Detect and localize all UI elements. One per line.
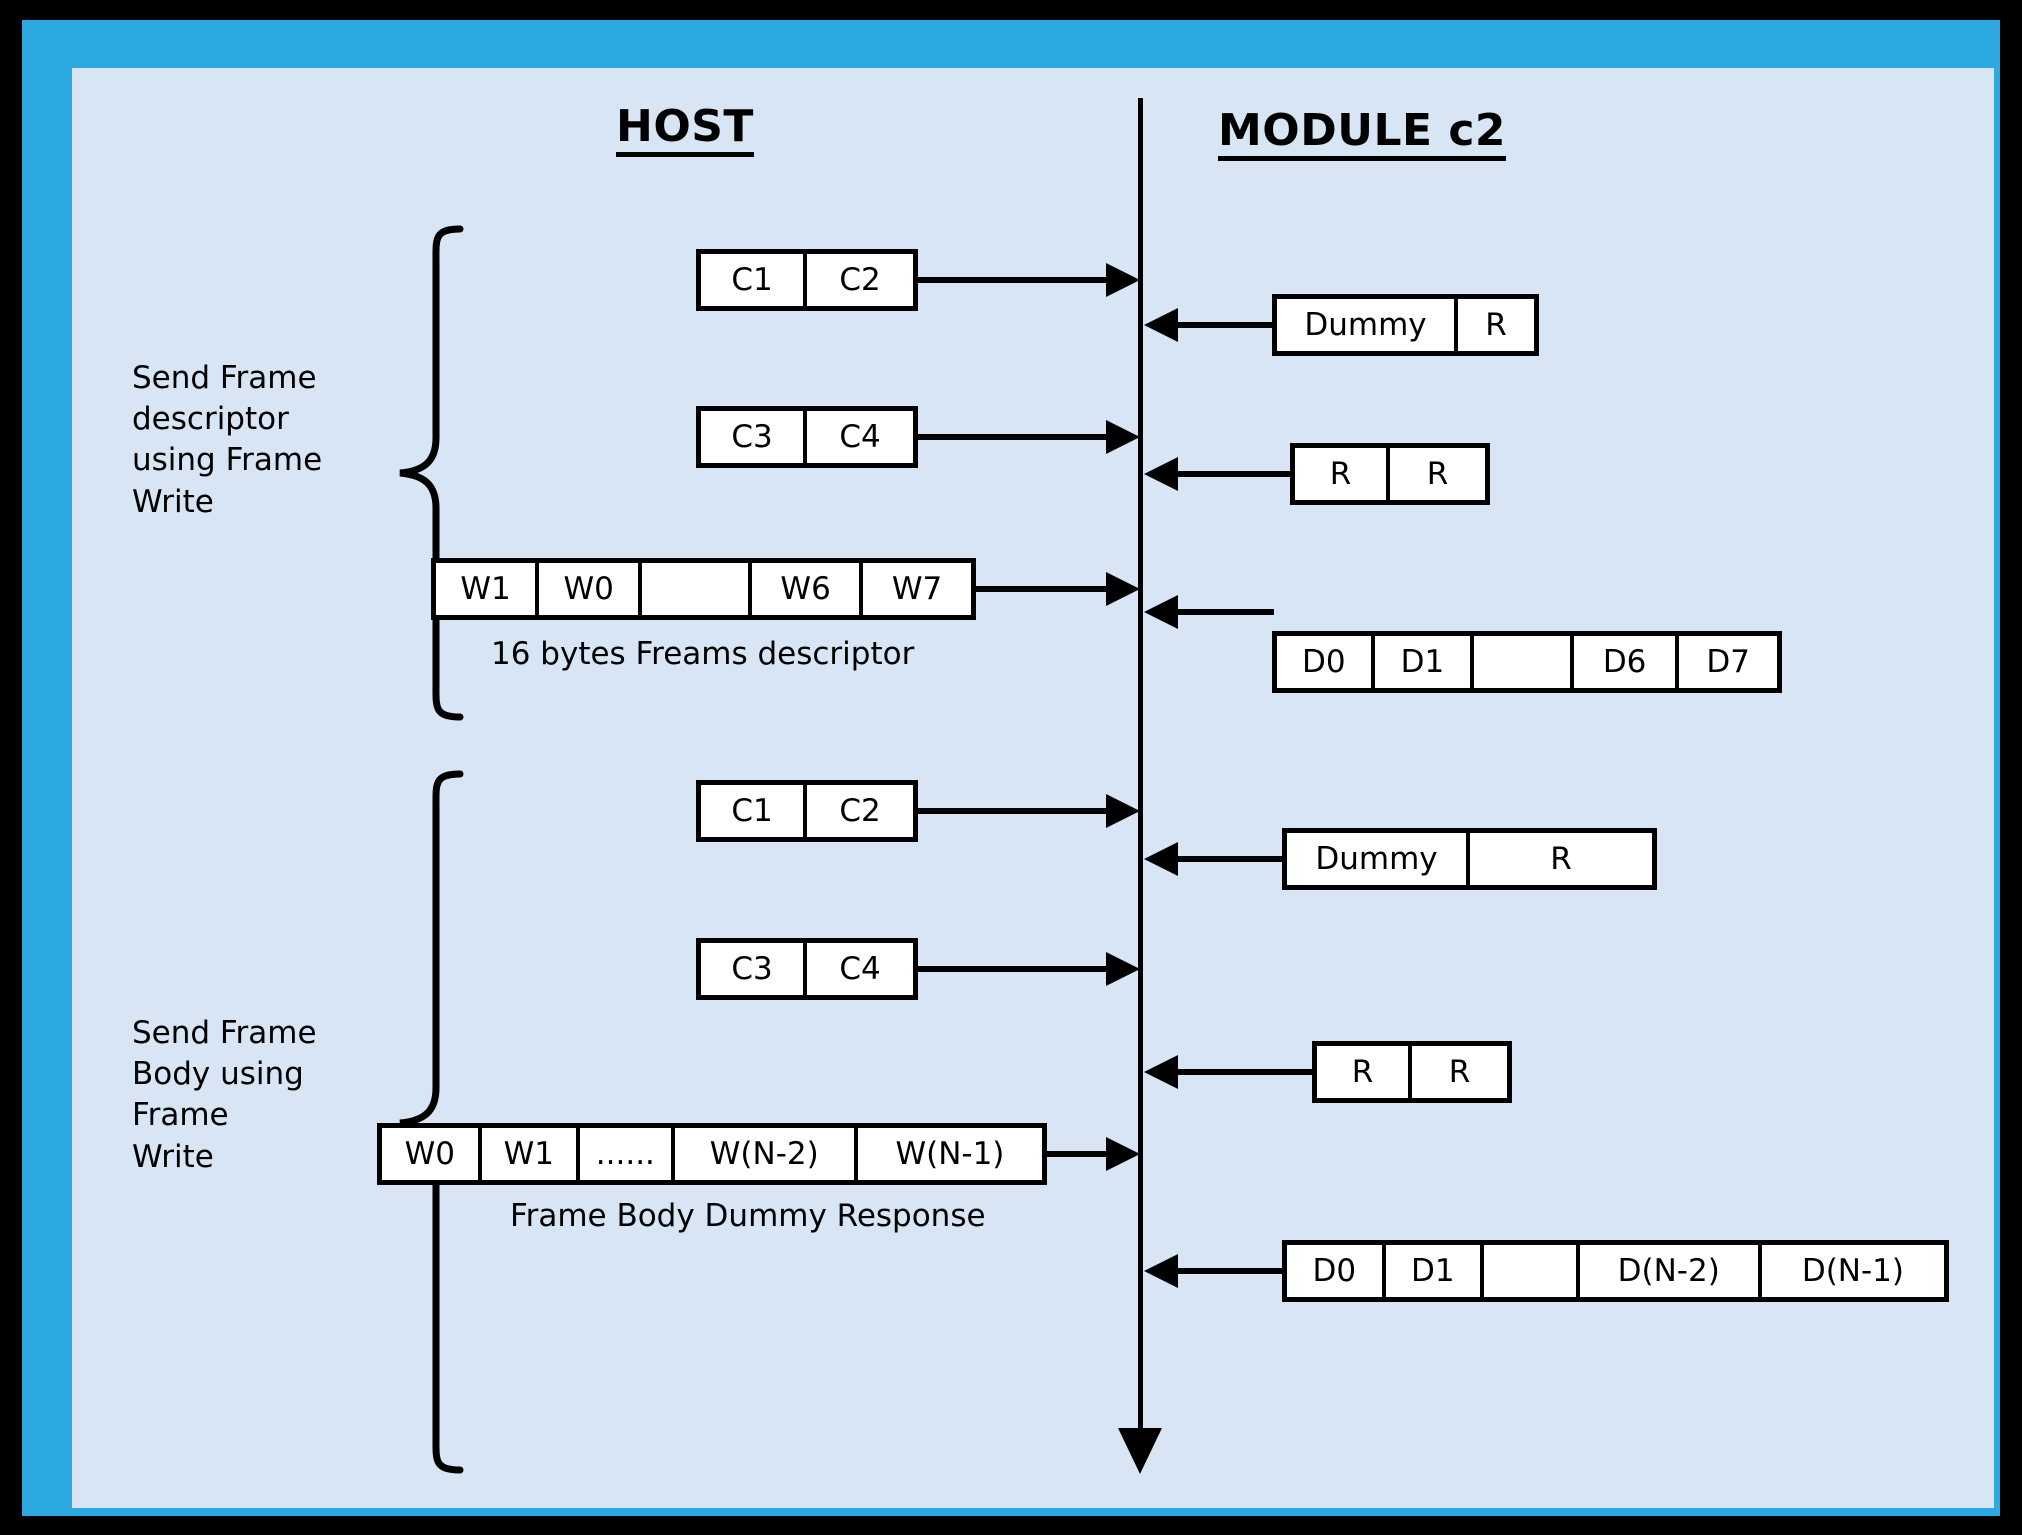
arrow-line-m1: [918, 277, 1106, 283]
brace-label-line: Send Frame: [132, 360, 317, 396]
message-box-m4: R R: [1290, 443, 1490, 505]
brace-frame-descriptor-icon: [399, 225, 464, 721]
arrow-line-m12: [1178, 1268, 1284, 1274]
message-cell: W6: [752, 563, 864, 615]
message-box-m12: D0 D1 D(N-2) D(N-1): [1282, 1240, 1949, 1302]
arrow-line-m6: [1178, 609, 1274, 615]
brace-label-line: Body using: [132, 1056, 304, 1093]
message-cell: W0: [382, 1128, 482, 1180]
arrow-line-m11: [1047, 1151, 1106, 1157]
message-cell: C3: [701, 411, 807, 463]
brace-label-line: Write: [132, 483, 214, 520]
message-cell: Dummy: [1287, 833, 1471, 885]
arrow-head-m8-icon: [1144, 842, 1178, 876]
brace-label-frame-descriptor: Send Frame descriptor using Frame Write: [132, 358, 362, 523]
message-cell: R: [1412, 1046, 1507, 1098]
message-cell: D7: [1679, 636, 1777, 688]
message-cell: W0: [539, 563, 643, 615]
message-box-m8: Dummy R: [1282, 828, 1657, 890]
arrow-head-m10-icon: [1144, 1055, 1178, 1089]
arrow-line-m5: [976, 586, 1106, 592]
message-cell: C4: [807, 411, 913, 463]
message-cell-blank: [642, 563, 753, 615]
arrow-head-m12-icon: [1144, 1254, 1178, 1288]
module-lifeline: [1138, 98, 1143, 1438]
message-cell: C2: [807, 254, 913, 306]
arrow-head-m2-icon: [1144, 308, 1178, 342]
diagram-canvas: HOST MODULE c2 Send Frame descriptor usi…: [72, 68, 1994, 1508]
caption-frame-body: Frame Body Dummy Response: [510, 1198, 986, 1234]
message-cell: C4: [807, 943, 913, 995]
brace-label-line: Write: [132, 1138, 214, 1175]
brace-label-line: descriptor: [132, 401, 289, 438]
message-cell: R: [1295, 448, 1390, 500]
message-cell: D1: [1385, 1245, 1485, 1297]
message-cell: W7: [863, 563, 971, 615]
message-cell: D(N-2): [1579, 1245, 1762, 1297]
message-cell: Dummy: [1277, 299, 1458, 351]
arrow-line-m9: [918, 966, 1106, 972]
message-cell: D6: [1573, 636, 1680, 688]
arrow-head-m5-icon: [1106, 572, 1140, 606]
arrow-line-m7: [918, 808, 1106, 814]
brace-label-line: Frame: [132, 1097, 229, 1134]
message-box-m3: C3 C4: [696, 406, 918, 468]
message-cell: C2: [807, 785, 913, 837]
message-cell: W1: [436, 563, 540, 615]
message-cell: W1: [481, 1128, 581, 1180]
message-cell-ellipsis: ......: [580, 1128, 675, 1180]
brace-label-line: using Frame: [132, 442, 323, 479]
message-cell-blank: [1474, 636, 1574, 688]
arrow-head-m6-icon: [1144, 595, 1178, 629]
arrow-head-m1-icon: [1106, 263, 1140, 297]
message-cell: D0: [1277, 636, 1375, 688]
diagram-accent-border: HOST MODULE c2 Send Frame descriptor usi…: [22, 20, 2000, 1516]
message-cell: D1: [1374, 636, 1475, 688]
message-box-m2: Dummy R: [1272, 294, 1539, 356]
message-cell: C1: [701, 785, 807, 837]
arrow-line-m4: [1178, 471, 1292, 477]
arrow-head-m9-icon: [1106, 952, 1140, 986]
arrow-head-m7-icon: [1106, 794, 1140, 828]
message-cell: R: [1458, 299, 1534, 351]
message-box-m11: W0 W1 ...... W(N-2) W(N-1): [377, 1123, 1047, 1185]
message-box-m5: W1 W0 W6 W7: [431, 558, 976, 620]
message-cell: D(N-1): [1761, 1245, 1945, 1297]
message-cell: W(N-2): [674, 1128, 858, 1180]
message-cell: R: [1317, 1046, 1412, 1098]
message-box-m7: C1 C2: [696, 780, 918, 842]
brace-label-frame-body: Send Frame Body using Frame Write: [132, 1013, 362, 1178]
message-cell: C1: [701, 254, 807, 306]
host-title: HOST: [616, 103, 754, 158]
brace-label-line: Send Frame: [132, 1015, 317, 1051]
arrow-line-m10: [1178, 1069, 1314, 1075]
message-cell: W(N-1): [857, 1128, 1042, 1180]
message-cell-blank: [1484, 1245, 1580, 1297]
message-box-m10: R R: [1312, 1041, 1512, 1103]
message-cell: R: [1470, 833, 1652, 885]
arrow-head-m11-icon: [1106, 1137, 1140, 1171]
arrow-line-m3: [918, 434, 1106, 440]
arrow-line-m2: [1178, 322, 1274, 328]
caption-frame-descriptor: 16 bytes Freams descriptor: [491, 636, 915, 672]
message-cell: C3: [701, 943, 807, 995]
message-box-m6: D0 D1 D6 D7: [1272, 631, 1782, 693]
module-title: MODULE c2: [1218, 107, 1507, 162]
lifeline-end-arrow-icon: [1118, 1428, 1162, 1474]
arrow-head-m4-icon: [1144, 457, 1178, 491]
message-box-m1: C1 C2: [696, 249, 918, 311]
message-cell: R: [1390, 448, 1485, 500]
arrow-head-m3-icon: [1106, 420, 1140, 454]
message-box-m9: C3 C4: [696, 938, 918, 1000]
message-cell: D0: [1287, 1245, 1386, 1297]
arrow-line-m8: [1178, 856, 1284, 862]
